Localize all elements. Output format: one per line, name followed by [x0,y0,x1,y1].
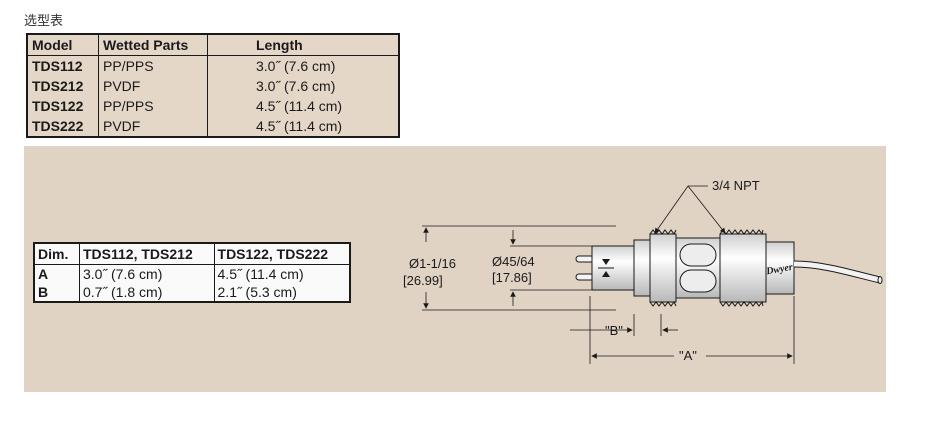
table-header-row: Model Wetted Parts Length [27,34,399,56]
front-thread [649,229,677,307]
table-row: TDS122 PP/PPS 4.5˝ (11.4 cm) [27,96,399,116]
cell-model: TDS112 [27,55,99,76]
cell-wetted-parts: PP/PPS [98,96,208,116]
table-row: TDS222 PVDF 4.5˝ (11.4 cm) [27,116,399,137]
npt-callout: 3/4 NPT [654,178,760,234]
table-row: B 0.7˝ (1.8 cm) 2.1˝ (5.3 cm) [34,283,350,302]
hex-body [675,237,721,299]
outer-diameter-inch: Ø1-1/16 [409,256,456,271]
inner-diameter-inch: Ø45/64 [492,254,535,269]
inner-diameter-dimension: Ø45/64 [17.86] [492,230,592,306]
cell-length: 4.5˝ (11.4 cm) [256,118,343,134]
cell-long-value: 2.1˝ (5.3 cm) [217,284,297,300]
cell-wetted-parts: PP/PPS [98,55,208,76]
cable [793,261,881,283]
header-length: Length [207,34,399,56]
dimension-drawing-panel: Dim. TDS112, TDS212 TDS122, TDS222 A 3.0… [24,146,886,392]
sensor-drawing: Ø1-1/16 [26.99] Ø45/64 [17.86] [403,178,883,364]
cell-wetted-parts: PVDF [98,76,208,96]
cell-length: 3.0˝ (7.6 cm) [256,78,336,94]
electrode-tips [575,255,595,281]
inner-diameter-mm: [17.86] [492,270,532,285]
npt-label: 3/4 NPT [712,178,760,193]
table-row: A 3.0˝ (7.6 cm) 4.5˝ (11.4 cm) [34,264,350,283]
dimension-b-label: "B" [605,323,623,338]
cell-dim: A [34,264,80,283]
outer-diameter-dimension: Ø1-1/16 [26.99] [403,225,616,311]
dimension-a: "A" [589,296,795,364]
dwyer-logo: Dwyer [764,262,793,278]
header-model: Model [27,34,99,56]
table-row: TDS112 PP/PPS 3.0˝ (7.6 cm) [27,55,399,76]
dimension-a-label: "A" [679,348,697,363]
table-row: TDS212 PVDF 3.0˝ (7.6 cm) [27,76,399,96]
cell-model: TDS222 [27,116,99,137]
outer-diameter-mm: [26.99] [403,273,443,288]
cell-length: 4.5˝ (11.4 cm) [256,98,343,114]
cell-short-value: 3.0˝ (7.6 cm) [79,264,215,283]
sensor-collar [633,239,651,297]
header-dim: Dim. [34,243,80,265]
model-selection-table: Model Wetted Parts Length TDS112 PP/PPS … [26,33,400,138]
header-short-models: TDS112, TDS212 [79,243,215,265]
cell-short-value: 0.7˝ (1.8 cm) [79,283,215,302]
table-header-row: Dim. TDS112, TDS212 TDS122, TDS222 [34,243,350,265]
cell-model: TDS212 [27,76,99,96]
flow-direction-icon [598,259,614,277]
cell-model: TDS122 [27,96,99,116]
cell-long-value: 4.5˝ (11.4 cm) [217,266,304,282]
cell-dim: B [34,283,80,302]
rear-cap: Dwyer [764,241,795,295]
header-long-models: TDS122, TDS222 [214,243,350,265]
cell-length: 3.0˝ (7.6 cm) [256,58,336,74]
dimension-table: Dim. TDS112, TDS212 TDS122, TDS222 A 3.0… [33,242,351,303]
rear-thread [719,229,767,307]
page-caption: 选型表 [24,13,64,28]
dimension-b: "B" [570,314,678,338]
cable-end [877,276,883,284]
header-wetted-parts: Wetted Parts [98,34,208,56]
cell-wetted-parts: PVDF [98,116,208,137]
